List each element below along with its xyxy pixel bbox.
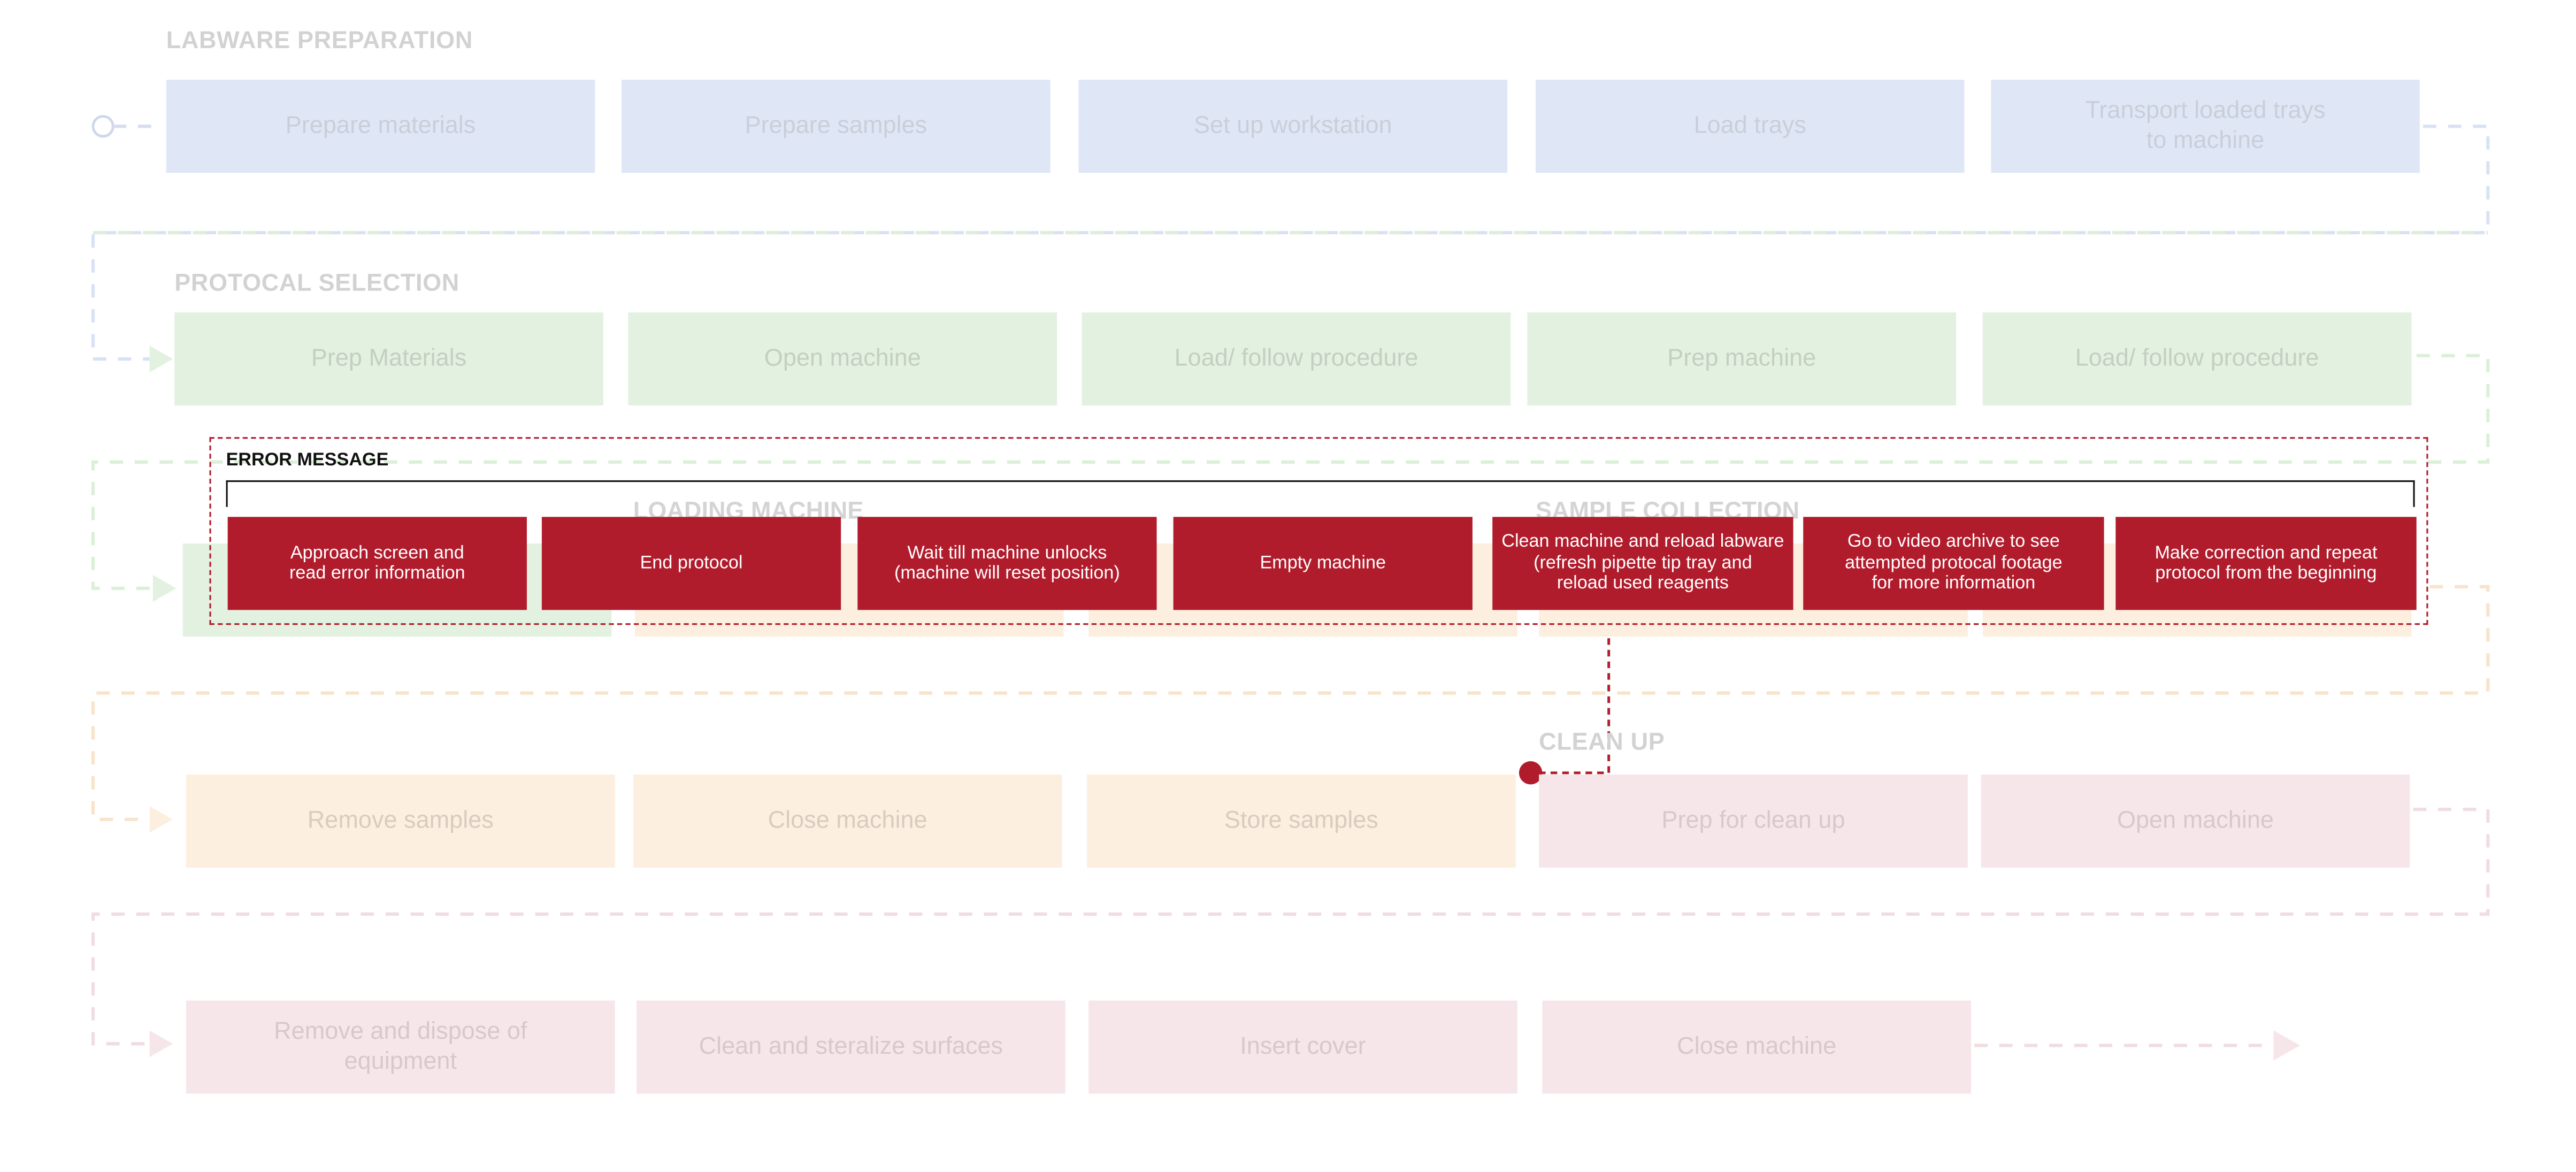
error-step-approach-screen: Approach screen and read error informati… xyxy=(227,517,527,610)
step-load-follow-procedure-1: Load/ follow procedure xyxy=(1082,312,1511,406)
step-prepare-materials: Prepare materials xyxy=(166,80,595,173)
arrow-row4 xyxy=(149,806,173,833)
step-transport-trays: Transport loaded trays to machine xyxy=(1991,80,2420,173)
end-arrow xyxy=(2273,1030,2301,1061)
error-step-clean-reload: Clean machine and reload labware (refres… xyxy=(1492,517,1793,610)
section-label-cleanup: CLEAN UP xyxy=(1539,730,1665,756)
step-close-machine: Close machine xyxy=(633,774,1062,868)
step-close-machine-final: Close machine xyxy=(1542,1000,1972,1094)
error-step-end-protocol: End protocol xyxy=(541,517,841,610)
step-prep-machine: Prep machine xyxy=(1527,312,1957,406)
arrow-row3 xyxy=(152,575,177,602)
step-set-up-workstation: Set up workstation xyxy=(1078,80,1508,173)
error-step-video-archive: Go to video archive to see attempted pro… xyxy=(1803,517,2104,610)
error-message-frame xyxy=(209,437,2428,625)
error-link-line xyxy=(1532,626,1611,775)
step-remove-dispose-equipment: Remove and dispose of equipment xyxy=(186,1000,615,1094)
section-label-labware: LABWARE PREPARATION xyxy=(166,28,473,55)
flow-line-row3-end xyxy=(91,585,2490,821)
step-open-machine: Open machine xyxy=(628,312,1057,406)
error-step-empty-machine: Empty machine xyxy=(1173,517,1473,610)
step-remove-samples: Remove samples xyxy=(186,774,615,868)
error-message-title: ERROR MESSAGE xyxy=(226,450,389,471)
step-prepare-samples: Prepare samples xyxy=(622,80,1051,173)
arrow-row2 xyxy=(149,346,173,372)
flow-line-row2-end xyxy=(91,354,2490,591)
step-load-follow-procedure-2: Load/ follow procedure xyxy=(1982,312,2412,406)
error-step-wait-unlock: Wait till machine unlocks (machine will … xyxy=(857,517,1157,610)
step-open-machine-cleanup: Open machine xyxy=(1981,774,2410,868)
step-load-trays: Load trays xyxy=(1535,80,1965,173)
start-node xyxy=(91,115,114,138)
error-step-make-correction: Make correction and repeat protocol from… xyxy=(2115,517,2417,610)
step-prep-materials: Prep Materials xyxy=(174,312,603,406)
arrow-row5 xyxy=(149,1030,173,1058)
flow-line-row1-end xyxy=(91,125,2490,361)
step-prep-for-clean-up: Prep for clean up xyxy=(1539,774,1968,868)
error-link-node xyxy=(1519,761,1543,785)
error-bracket xyxy=(226,480,2415,507)
step-store-samples: Store samples xyxy=(1087,774,1516,868)
step-insert-cover: Insert cover xyxy=(1088,1000,1517,1094)
section-label-protocol: PROTOCAL SELECTION xyxy=(174,271,459,298)
flow-line-row4-end xyxy=(91,808,2490,1046)
step-clean-sterilize-surfaces: Clean and steralize surfaces xyxy=(637,1000,1065,1094)
